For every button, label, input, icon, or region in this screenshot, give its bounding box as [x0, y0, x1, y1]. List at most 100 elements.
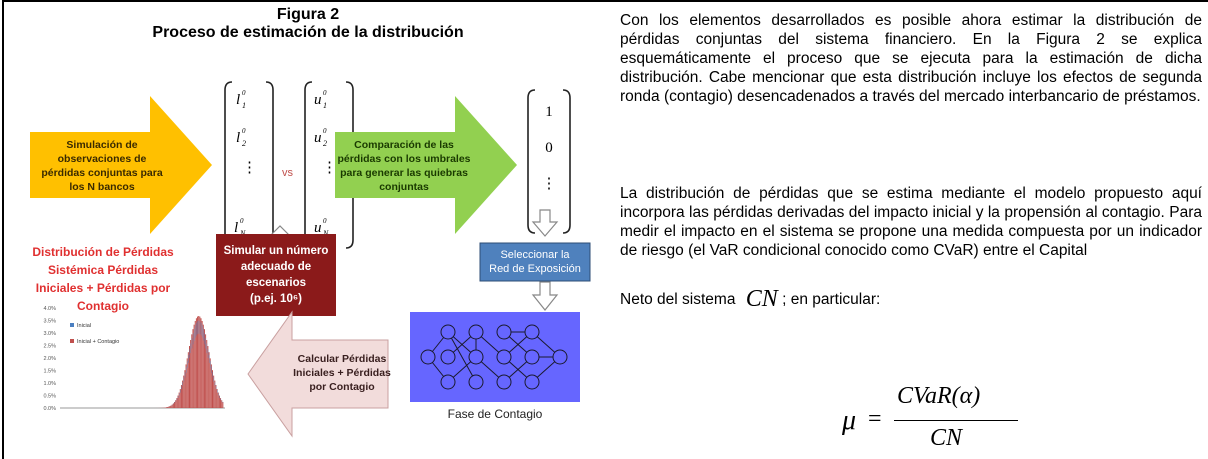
- figure-label: Figura 2: [276, 6, 340, 23]
- svg-text:1: 1: [323, 101, 327, 110]
- histogram-bar: [175, 400, 177, 408]
- histogram-tick: 0.5%: [43, 394, 56, 400]
- cn-symbol: CN: [745, 286, 778, 312]
- histogram-bar: [166, 407, 167, 408]
- histogram-bar: [197, 316, 199, 408]
- histogram-bar: [201, 320, 203, 408]
- histogram-bar-initial: [187, 360, 188, 368]
- histogram-bar: [202, 324, 204, 408]
- histogram-tick: 0.0%: [43, 406, 56, 412]
- histogram-bar-initial: [220, 398, 221, 400]
- histogram-tick: 3.5%: [43, 319, 56, 325]
- loss-histogram: 4.0%3.5%3.0%2.5%2.0%1.5%1.0%0.5%0.0%Inic…: [43, 306, 225, 412]
- svg-text:N: N: [239, 229, 246, 238]
- comparison-line: conjuntas: [379, 181, 429, 193]
- histogram-bar: [180, 385, 182, 408]
- distribution-line: Iniciales + Pérdidas por: [36, 281, 171, 295]
- legend-label: Inicial + Contagio: [77, 339, 119, 345]
- histogram-bar: [216, 389, 218, 408]
- histogram-bar: [192, 329, 194, 408]
- histogram-bar: [206, 340, 208, 408]
- svg-text:1: 1: [242, 101, 246, 110]
- network-node: [496, 324, 512, 340]
- vector-entry-line: 1: [545, 104, 553, 120]
- svg-text:⋮: ⋮: [322, 160, 337, 176]
- svg-text:u: u: [314, 92, 322, 108]
- contagion-label: Fase de Contagio: [448, 407, 543, 421]
- svg-text:l: l: [236, 92, 240, 108]
- svg-text:N: N: [322, 229, 329, 238]
- histogram-bar: [208, 352, 210, 408]
- histogram-bar: [209, 358, 211, 408]
- top-border: [2, 0, 1208, 2]
- left-border: [2, 0, 4, 459]
- histogram-bar-initial: [194, 328, 195, 341]
- histogram-bar: [217, 392, 219, 408]
- histogram-bar-initial: [217, 390, 218, 393]
- calculate-line: Iniciales + Pérdidas: [293, 367, 391, 379]
- comparison-arrow: [335, 96, 517, 234]
- histogram-bar: [171, 404, 173, 408]
- simulate-line: Simular un número: [224, 245, 329, 257]
- histogram-bar-initial: [198, 320, 200, 334]
- histogram-bar: [164, 407, 166, 408]
- svg-text:0: 0: [242, 89, 246, 97]
- figure-title: Proceso de estimación de la distribución: [152, 24, 464, 41]
- histogram-bar-initial: [181, 386, 182, 390]
- histogram-bar-initial: [218, 393, 219, 396]
- histogram-bar: [222, 401, 224, 408]
- histogram-bar: [193, 324, 195, 408]
- network-node: [468, 374, 484, 390]
- network-graph: [420, 324, 568, 390]
- network-node: [440, 324, 456, 340]
- simulation-line: los N bancos: [69, 181, 135, 193]
- simulation-line: observaciones de: [58, 153, 147, 165]
- distribution-line: Contagio: [77, 299, 129, 313]
- histogram-bar-initial: [204, 333, 205, 345]
- simulation-line: pérdidas conjuntas para: [41, 167, 163, 179]
- svg-text:2: 2: [323, 139, 327, 148]
- histogram-bar-initial: [191, 338, 193, 349]
- histogram-tick: 2.5%: [43, 344, 56, 350]
- histogram-bar: [172, 403, 174, 408]
- histogram-bar-initial: [206, 343, 208, 354]
- histogram-bar-initial: [222, 402, 224, 404]
- calculate-line: por Contagio: [309, 381, 374, 393]
- histogram-bar: [186, 358, 188, 408]
- histogram-bar-initial: [214, 381, 216, 386]
- histogram-bar: [179, 389, 181, 408]
- histogram-bar: [210, 364, 212, 408]
- svg-text:2: 2: [242, 139, 246, 148]
- distribution-line: Distribución de Pérdidas: [32, 245, 174, 259]
- paragraph-3: Neto del sistema CN ; en particular:: [620, 287, 881, 311]
- network-node: [440, 374, 456, 390]
- histogram-tick: 1.5%: [43, 369, 56, 375]
- histogram-bar: [215, 385, 217, 408]
- histogram-bar-initial: [190, 343, 192, 354]
- paragraph-3-suffix: ; en particular:: [782, 291, 881, 308]
- histogram-bar-initial: [189, 349, 190, 358]
- histogram-bar: [198, 316, 200, 408]
- formula-denominator: CN: [930, 425, 963, 451]
- fraction-bar: [894, 420, 1018, 421]
- svg-text:0: 0: [240, 217, 244, 225]
- svg-text:u: u: [314, 130, 322, 146]
- histogram-bar: [168, 406, 170, 408]
- histogram-bar: [170, 405, 172, 408]
- vector-entry-line: 0: [545, 140, 553, 156]
- histogram-bar: [182, 380, 184, 408]
- histogram-bar: [214, 380, 216, 408]
- legend-swatch: [70, 339, 74, 343]
- histogram-bar: [220, 398, 222, 408]
- histogram-bar-initial: [177, 396, 179, 398]
- network-node: [524, 349, 540, 365]
- histogram-bar-initial: [184, 372, 186, 378]
- svg-text:l: l: [236, 130, 240, 146]
- histogram-bar-initial: [199, 321, 201, 335]
- vector-entry-line: ⋮: [542, 176, 557, 192]
- histogram-bar-initial: [183, 377, 185, 382]
